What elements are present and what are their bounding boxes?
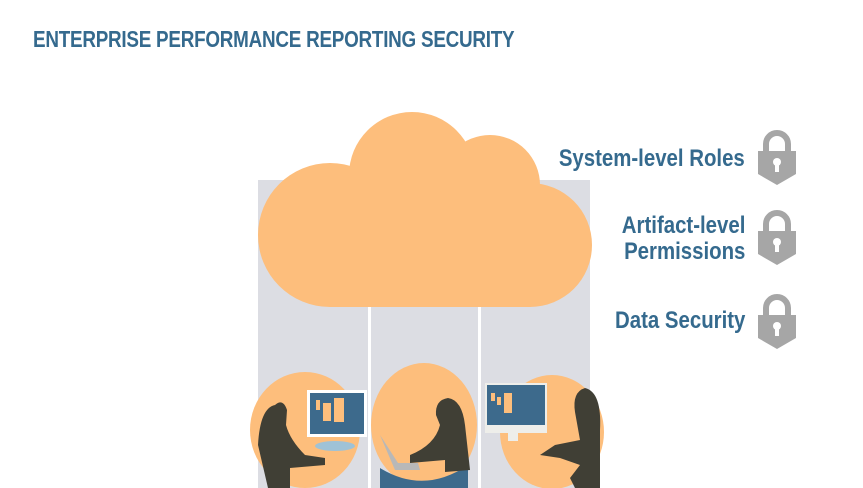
lock-icon <box>758 294 796 349</box>
label-data-security: Data Security <box>614 307 745 334</box>
label-artifact-level-permissions: Artifact-level Permissions <box>621 213 745 265</box>
lock-icon <box>758 130 796 185</box>
label-system-level-roles: System-level Roles <box>559 145 745 172</box>
divider <box>478 300 481 488</box>
label-line: Permissions <box>623 238 745 265</box>
user-desktop-1 <box>250 372 367 488</box>
label-line: Artifact-level <box>621 212 745 239</box>
cloud-icon <box>258 112 592 307</box>
user-laptop <box>371 363 477 488</box>
lock-icon <box>758 210 796 265</box>
user-desktop-2 <box>485 375 604 488</box>
page-title: ENTERPRISE PERFORMANCE REPORTING SECURIT… <box>33 26 515 52</box>
divider <box>368 300 371 488</box>
